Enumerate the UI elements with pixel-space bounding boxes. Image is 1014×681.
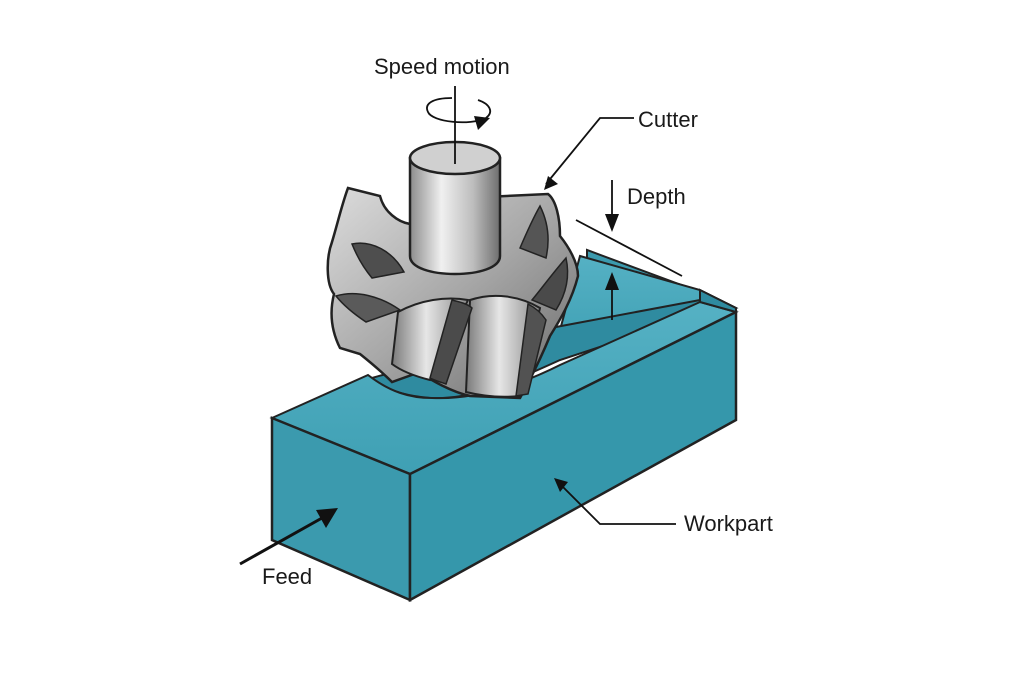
workpart-back-end <box>699 288 737 314</box>
feed-arrowhead <box>316 508 338 528</box>
workpart-leader <box>559 483 676 525</box>
feed-arrow <box>239 516 323 566</box>
speed-motion-arrowhead <box>474 116 490 130</box>
cutter-leader <box>545 117 634 185</box>
depth-indicator <box>575 180 683 320</box>
workpart-label: Workpart <box>684 511 773 536</box>
cutter-flute <box>350 242 406 279</box>
cutter-leader-arrowhead <box>544 176 558 190</box>
speed-motion-label: Speed motion <box>374 54 510 79</box>
cutter-flute <box>530 256 569 311</box>
cutter-flute <box>515 302 547 397</box>
cutter <box>326 86 580 400</box>
cutter-shaft <box>408 156 502 276</box>
speed-motion-arrow <box>426 97 492 124</box>
feed-label: Feed <box>262 564 313 589</box>
cutter-flute <box>519 204 549 260</box>
depth-reference-line <box>575 219 683 277</box>
depth-arrowhead-bottom <box>605 272 619 290</box>
cutter-flute <box>429 299 473 385</box>
workpart-leader-arrowhead <box>554 478 568 492</box>
leader-lines <box>239 117 676 566</box>
cutter-label: Cutter <box>638 107 698 132</box>
depth-arrowhead-top <box>605 214 619 232</box>
workpart-side-face <box>408 309 738 603</box>
depth-label: Depth <box>627 184 686 209</box>
